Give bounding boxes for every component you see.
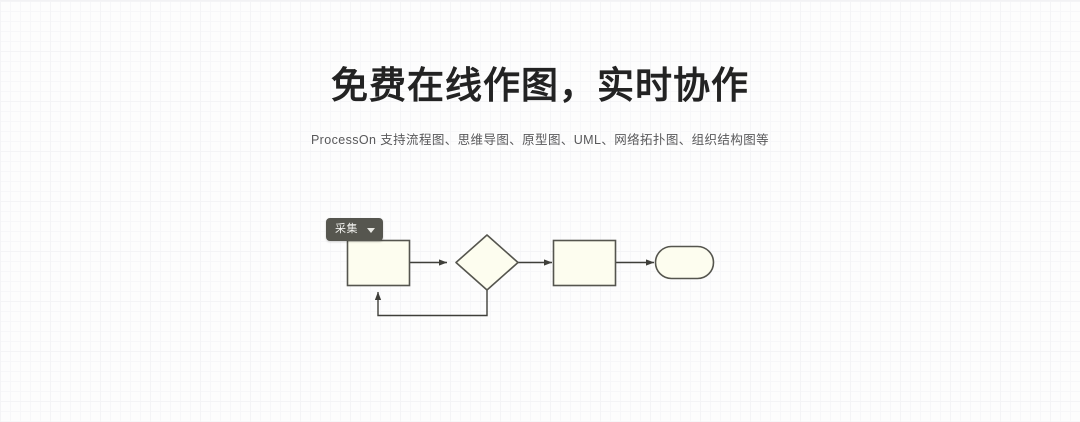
shape-type-label: 采集: [335, 223, 358, 235]
node-terminator[interactable]: [654, 245, 715, 280]
shape-group: [346, 234, 715, 291]
connector-group: [374, 259, 655, 317]
node-process-2[interactable]: [552, 239, 617, 287]
connector-decision-feedback-loop[interactable]: [374, 289, 488, 317]
node-process-1[interactable]: [346, 239, 411, 287]
shape-type-badge[interactable]: 采集: [326, 218, 383, 241]
chevron-down-icon[interactable]: [367, 227, 375, 233]
node-decision[interactable]: [455, 234, 519, 291]
